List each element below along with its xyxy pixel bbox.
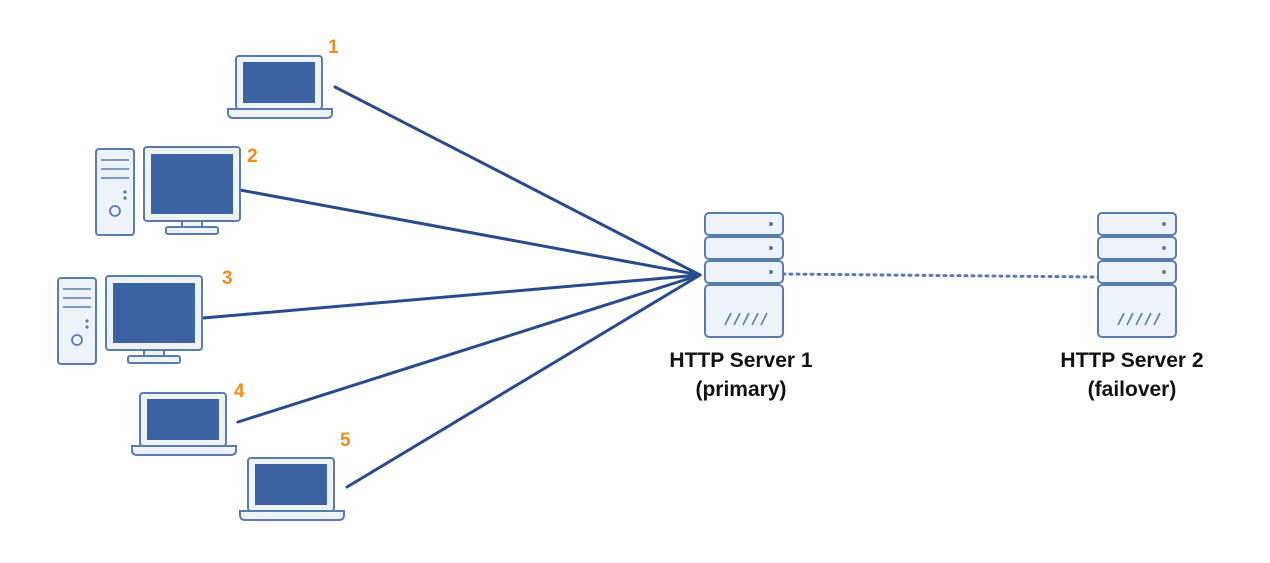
server-1-name: HTTP Server 1 bbox=[669, 349, 813, 372]
link-client-1 bbox=[333, 85, 702, 277]
server-2-role: (failover) bbox=[1088, 378, 1177, 401]
link-client-4 bbox=[236, 273, 702, 424]
client-number-4: 4 bbox=[234, 381, 245, 402]
server-1-role: (primary) bbox=[695, 378, 786, 401]
client-number-2: 2 bbox=[247, 146, 258, 167]
link-failover bbox=[781, 272, 1100, 279]
laptop-icon bbox=[227, 55, 333, 119]
connection-lines bbox=[201, 85, 1100, 489]
client-number-1: 1 bbox=[328, 37, 339, 58]
link-client-5 bbox=[345, 273, 702, 489]
server-2-name: HTTP Server 2 bbox=[1060, 349, 1203, 372]
link-client-3 bbox=[201, 273, 702, 320]
laptop-icon bbox=[239, 457, 345, 521]
client-number-3: 3 bbox=[222, 268, 233, 289]
desktop-computer-icon bbox=[95, 146, 241, 236]
client-2 bbox=[95, 146, 241, 236]
http-server-2 bbox=[1097, 212, 1177, 338]
client-1 bbox=[227, 55, 333, 119]
link-client-2 bbox=[238, 188, 702, 277]
laptop-icon bbox=[131, 392, 237, 456]
client-5 bbox=[239, 457, 345, 521]
client-number-5: 5 bbox=[340, 430, 351, 451]
client-3 bbox=[57, 275, 203, 365]
client-4 bbox=[131, 392, 237, 456]
server-rack-icon bbox=[704, 212, 784, 338]
http-server-1 bbox=[704, 212, 784, 338]
server-rack-icon bbox=[1097, 212, 1177, 338]
desktop-computer-icon bbox=[57, 275, 203, 365]
